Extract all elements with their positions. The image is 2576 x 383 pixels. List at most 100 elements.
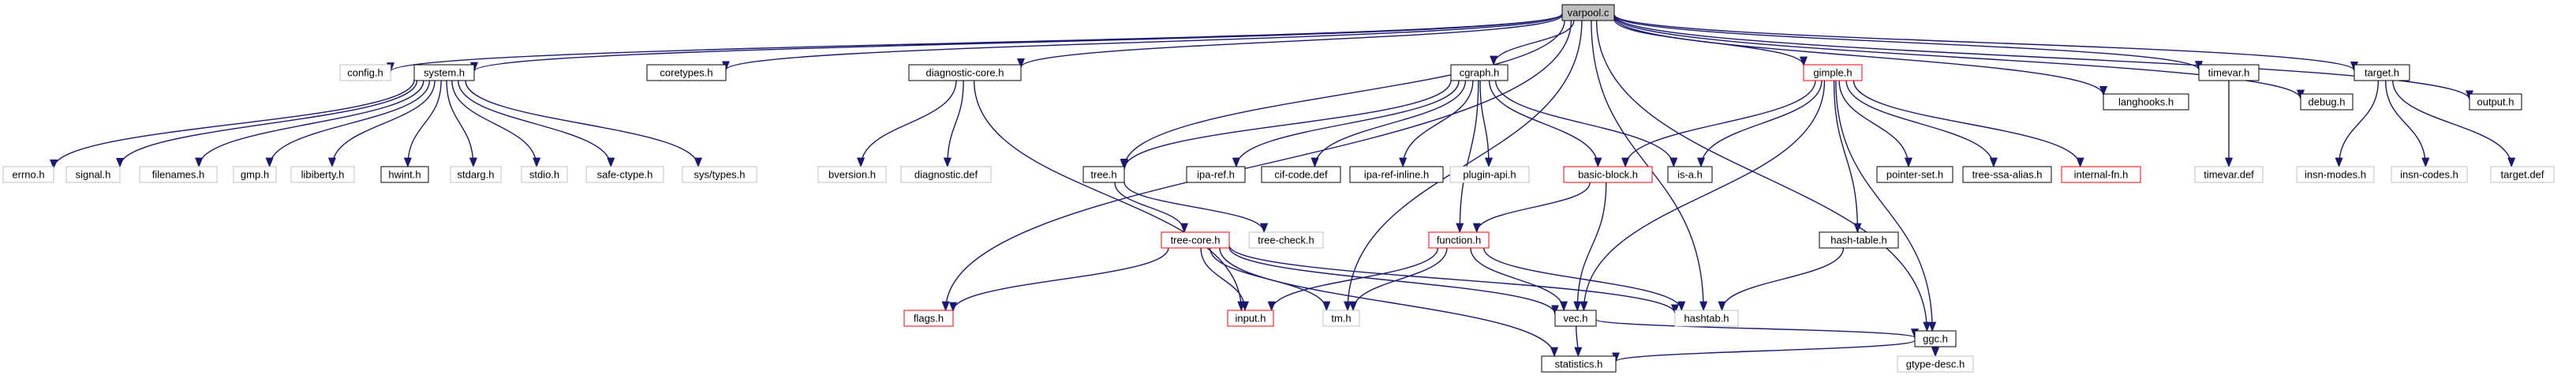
node-tree[interactable]: tree.h [1082,166,1125,183]
node-diagnostic-core[interactable]: diagnostic-core.h [908,64,1022,81]
node-is-a[interactable]: is-a.h [1667,166,1713,183]
node-cgraph[interactable]: cgraph.h [1450,64,1509,81]
node-libiberty[interactable]: libiberty.h [290,166,355,183]
edge-varpool-to-flags [941,20,1572,312]
edge-varpool-to-debug [1613,15,2305,100]
node-label: ggc.h [1923,333,1948,345]
node-filenames[interactable]: filenames.h [139,166,218,183]
node-label: config.h [347,67,383,79]
node-bversion[interactable]: bversion.h [817,166,887,183]
node-pointer-set[interactable]: pointer-set.h [1876,166,1953,183]
edge-system-to-gmp [265,80,431,168]
node-label: errno.h [12,169,44,181]
node-box [908,64,1022,81]
edge-function-to-vec [1470,247,1568,312]
node-hwint[interactable]: hwint.h [380,166,429,183]
edge-cgraph-to-ipa_ref_inline [1399,80,1474,168]
node-box [290,166,355,183]
node-vec[interactable]: vec.h [1554,310,1597,327]
node-label: filenames.h [152,169,204,181]
edge-gimple-to-vec [1580,80,1826,312]
node-box [2198,64,2260,81]
node-gtype-desc[interactable]: gtype-desc.h [1897,355,1974,373]
node-system[interactable]: system.h [413,64,475,81]
node-config[interactable]: config.h [339,64,391,81]
edge-diagnostic_core-to-bversion [857,80,957,168]
node-label: internal-fn.h [2074,169,2129,181]
node-signal[interactable]: signal.h [65,166,121,183]
edge-gimple-to-basic_block [1621,80,1816,168]
node-label: stdarg.h [458,169,495,181]
node-box [2490,166,2555,183]
node-ipa-ref[interactable]: ipa-ref.h [1186,166,1246,183]
node-label: timevar.def [2204,169,2254,181]
edge-varpool-to-tree [1120,20,1565,169]
node-ggc[interactable]: ggc.h [1914,330,1957,347]
edge-cgraph-to-is_a [1495,80,1678,168]
node-label: libiberty.h [301,169,345,181]
node-flags[interactable]: flags.h [903,310,954,327]
node-sys-types[interactable]: sys/types.h [682,166,757,183]
node-varpool[interactable]: varpool.c [1561,4,1615,21]
node-target[interactable]: target.h [2354,64,2410,81]
node-hash-table[interactable]: hash-table.h [1819,231,1899,249]
node-output[interactable]: output.h [2469,93,2522,111]
node-label: system.h [424,67,465,79]
node-label: gtype-desc.h [1906,359,1965,370]
node-box [1819,231,1899,249]
node-hashtab[interactable]: hashtab.h [1674,310,1739,327]
node-plugin-api[interactable]: plugin-api.h [1449,166,1530,183]
edge-diagnostic_core-to-input [973,80,1246,312]
node-coretypes[interactable]: coretypes.h [646,64,727,81]
node-box [1674,310,1739,327]
node-stdarg[interactable]: stdarg.h [450,166,502,183]
node-box [1428,231,1490,249]
edge-varpool-to-ggc [1595,20,1931,332]
node-stdio[interactable]: stdio.h [521,166,568,183]
node-statistics[interactable]: statistics.h [1541,355,1617,373]
node-insn-codes[interactable]: insn-codes.h [2391,166,2468,183]
node-ipa-ref-inline[interactable]: ipa-ref-inline.h [1349,166,1444,183]
edge-system-to-stdio [451,80,541,168]
edge-varpool-to-output [1613,15,2473,101]
node-box [139,166,218,183]
node-box [1261,166,1341,183]
node-tree-ssa-alias[interactable]: tree-ssa-alias.h [1962,166,2052,183]
node-gimple[interactable]: gimple.h [1803,64,1863,81]
node-safe-ctype[interactable]: safe-ctype.h [585,166,664,183]
edge-varpool-to-hashtab [1591,20,1708,312]
node-timevar-def[interactable]: timevar.def [2194,166,2264,183]
node-insn-modes[interactable]: insn-modes.h [2296,166,2375,183]
node-gmp[interactable]: gmp.h [233,166,277,183]
edge-tree-to-tree_check [1123,182,1269,234]
node-box [2469,93,2522,111]
node-box [2194,166,2264,183]
node-box [450,166,502,183]
node-label: coretypes.h [660,67,712,79]
edge-gimple-to-hash_table [1833,80,1862,234]
node-box [1322,310,1360,327]
node-tree-core[interactable]: tree-core.h [1161,231,1230,249]
edge-function-to-input [1267,247,1439,312]
node-tm[interactable]: tm.h [1322,310,1360,327]
node-internal-fn[interactable]: internal-fn.h [2061,166,2141,183]
node-tree-check[interactable]: tree-check.h [1248,231,1324,249]
node-input[interactable]: input.h [1227,310,1274,327]
node-debug[interactable]: debug.h [2300,93,2354,111]
node-langhooks[interactable]: langhooks.h [2103,93,2189,111]
node-cif-code[interactable]: cif-code.def [1261,166,1341,183]
node-label: insn-modes.h [2305,169,2366,181]
node-target-def[interactable]: target.def [2490,166,2555,183]
edge-function-to-hashtab [1483,247,1686,312]
edge-tree_core-to-vec [1228,246,1559,315]
node-basic-block[interactable]: basic-block.h [1563,166,1653,183]
edge-tree_core-to-hashtab [1228,245,1679,315]
node-diagnostic-def[interactable]: diagnostic.def [900,166,992,183]
node-timevar[interactable]: timevar.h [2198,64,2260,81]
node-box [1248,231,1324,249]
node-box [2296,166,2375,183]
node-function[interactable]: function.h [1428,231,1490,249]
node-errno[interactable]: errno.h [2,166,54,183]
edge-gimple-to-ggc [1835,80,1937,332]
edge-varpool-to-system [470,13,1563,73]
